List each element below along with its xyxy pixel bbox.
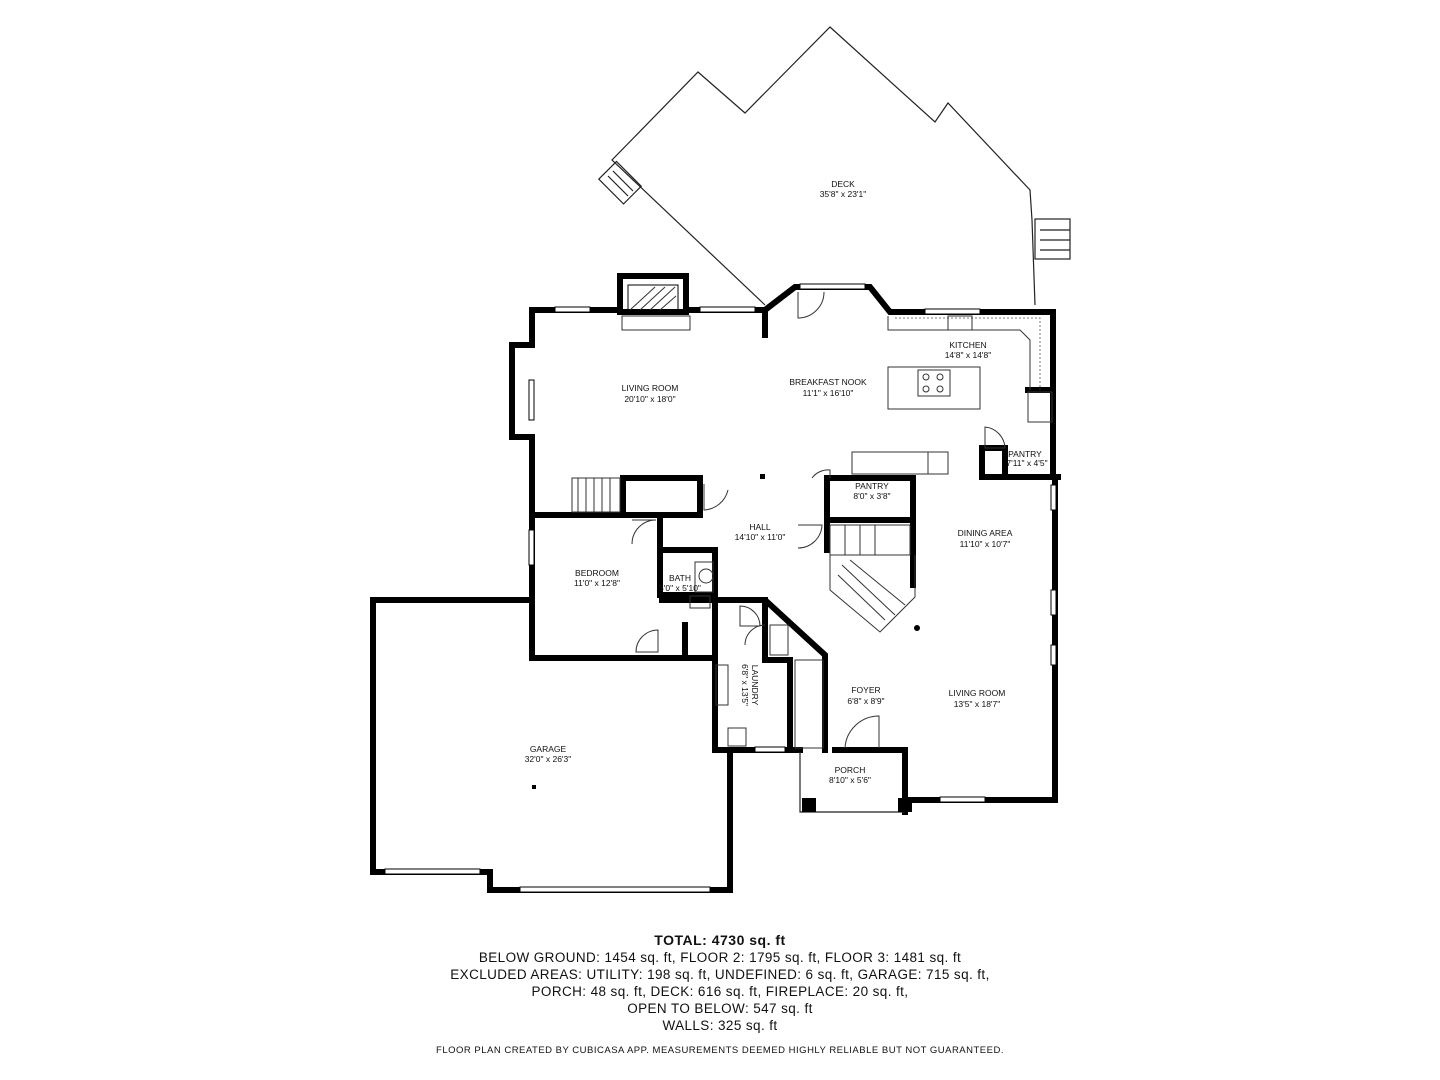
room-labels: DECK 35'8" x 23'1" LIVING ROOM 20'10" x …: [525, 179, 1048, 785]
porch-outline: [799, 752, 912, 813]
foyer-name: FOYER: [851, 685, 880, 695]
area-line: WALLS: 325 sq. ft: [662, 1018, 778, 1033]
living-room-upper-name: LIVING ROOM: [622, 383, 679, 393]
living-room-lower-dims: 13'5" x 18'7": [954, 699, 1001, 709]
pantry-right-name: PANTRY: [1008, 449, 1042, 459]
fireplace: [617, 273, 691, 331]
interior-walls: [533, 387, 1061, 753]
pantry-right-dims: 7'11" x 4'5": [1006, 458, 1047, 468]
deck-name: DECK: [831, 179, 855, 189]
bath-dims: 5'0" x 5'10": [659, 583, 701, 593]
bedroom-name: BEDROOM: [575, 568, 619, 578]
living-room-upper-dims: 20'10" x 18'0": [624, 394, 675, 404]
dining-area-name: DINING AREA: [958, 528, 1013, 538]
foyer-dims: 6'8" x 8'9": [847, 696, 884, 706]
bath-name: BATH: [669, 573, 691, 583]
kitchen-fixtures: [851, 315, 1053, 475]
area-line: PORCH: 48 sq. ft, DECK: 616 sq. ft, FIRE…: [531, 984, 909, 999]
laundry-name: LAUNDRY: [750, 665, 760, 706]
garage-name: GARAGE: [530, 744, 567, 754]
exterior-walls: [370, 284, 1058, 893]
bath-fixtures: [689, 561, 824, 749]
breakfast-nook-dims: 11'1" x 16'10": [803, 388, 854, 398]
pantry-center-name: PANTRY: [855, 481, 889, 491]
breakfast-nook-name: BREAKFAST NOOK: [789, 377, 867, 387]
total-area: TOTAL: 4730 sq. ft: [654, 932, 786, 948]
porch-name: PORCH: [835, 765, 866, 775]
deck-dims: 35'8" x 23'1": [820, 189, 867, 199]
windows: [384, 283, 1057, 893]
laundry-dims: 6'8" x 13'5": [740, 664, 750, 706]
living-room-lower-name: LIVING ROOM: [949, 688, 1006, 698]
hall-dims: 14'10" x 11'0": [735, 532, 786, 542]
porch-dims: 8'10" x 5'6": [829, 775, 871, 785]
area-breakdown: BELOW GROUND: 1454 sq. ft, FLOOR 2: 1795…: [0, 949, 1440, 1034]
kitchen-dims: 14'8" x 14'8": [945, 350, 992, 360]
marker-dots: [532, 474, 920, 789]
hall-name: HALL: [749, 522, 771, 532]
door-swings: [631, 291, 1006, 749]
garage-dims: 32'0" x 26'3": [525, 754, 572, 764]
bedroom-dims: 11'0" x 12'8": [574, 578, 620, 588]
area-line: OPEN TO BELOW: 547 sq. ft: [627, 1001, 813, 1016]
area-line: BELOW GROUND: 1454 sq. ft, FLOOR 2: 1795…: [478, 950, 962, 965]
kitchen-name: KITCHEN: [949, 340, 986, 350]
disclaimer: FLOOR PLAN CREATED BY CUBICASA APP. MEAS…: [436, 1045, 1004, 1056]
deck-outline: [597, 26, 1071, 306]
area-line: EXCLUDED AREAS: UTILITY: 198 sq. ft, UND…: [450, 967, 990, 982]
dining-area-dims: 11'10" x 10'7": [960, 539, 1011, 549]
stairs: [571, 477, 916, 633]
pantry-center-dims: 8'0" x 3'8": [853, 491, 890, 501]
